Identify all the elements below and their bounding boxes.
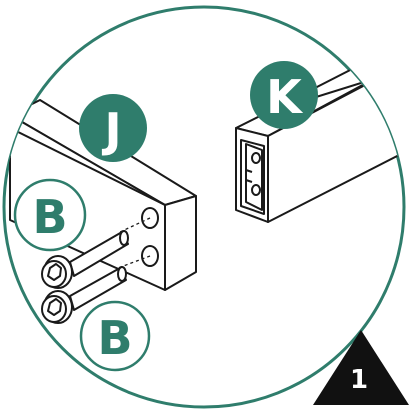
part-j-text: J <box>101 103 121 157</box>
part-j-label: J <box>79 94 147 162</box>
screw-lower <box>41 266 127 324</box>
screw-upper-text: B <box>32 190 67 244</box>
part-k-label: K <box>250 61 318 129</box>
step-badge: 1 <box>313 330 409 405</box>
screw-upper <box>41 230 129 289</box>
screw-lower-label: B <box>79 300 151 372</box>
step-number: 1 <box>350 365 368 395</box>
screw-upper-label: B <box>13 178 87 252</box>
part-k-text: K <box>266 70 304 124</box>
screw-lower-text: B <box>97 311 132 365</box>
